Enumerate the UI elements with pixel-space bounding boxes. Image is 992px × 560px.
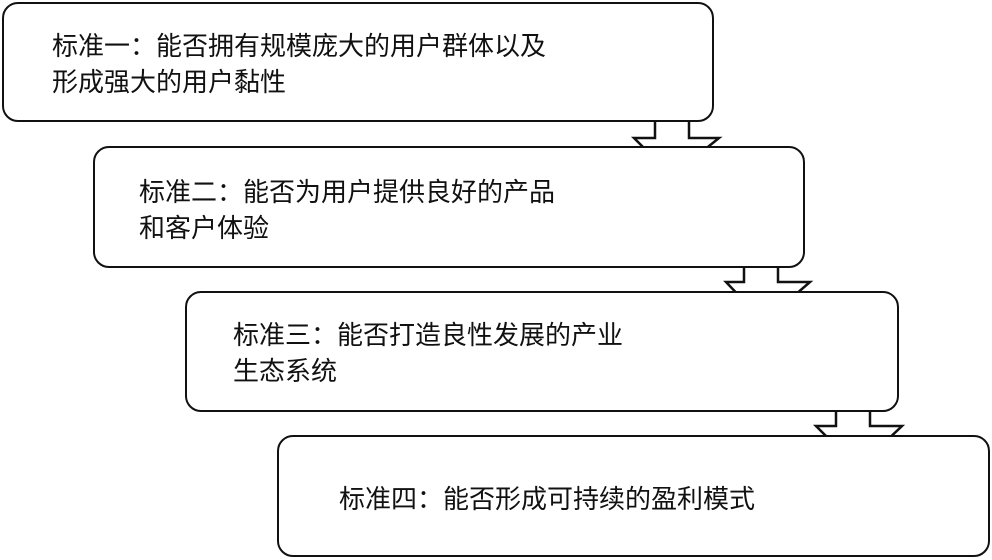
criterion-1-line-2: 形成强大的用户黏性: [52, 68, 287, 98]
criterion-2-box: 标准二：能否为用户提供良好的产品 和客户体验: [93, 146, 805, 268]
criterion-1-line-1: 标准一：能否拥有规模庞大的用户群体以及: [52, 32, 547, 62]
criterion-2-line-2: 和客户体验: [139, 214, 270, 244]
criterion-4-box: 标准四：能否形成可持续的盈利模式: [277, 435, 990, 557]
criterion-1-box: 标准一：能否拥有规模庞大的用户群体以及 形成强大的用户黏性: [2, 2, 714, 122]
criterion-2-line-1: 标准二：能否为用户提供良好的产品: [139, 178, 556, 208]
criterion-3-line-2: 生态系统: [233, 357, 338, 387]
criterion-3-box: 标准三：能否打造良性发展的产业 生态系统: [185, 291, 899, 412]
criterion-4-line-1: 标准四：能否形成可持续的盈利模式: [339, 485, 756, 515]
criterion-3-line-1: 标准三：能否打造良性发展的产业: [233, 321, 624, 351]
